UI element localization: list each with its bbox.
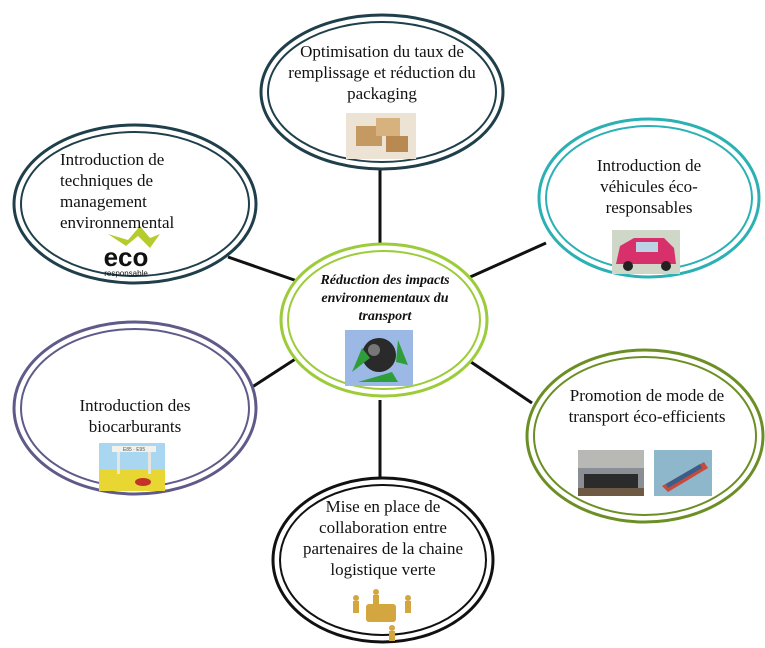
bottom-right-node-label: Promotion de mode de transport éco-effic… [568, 386, 726, 426]
connector-top-left [227, 255, 301, 284]
recycling-globe-icon [345, 330, 413, 386]
connector-top-right [467, 241, 547, 280]
top-left-node: eco responsable [12, 123, 258, 285]
station-sign-text: E85 · E95 [123, 447, 145, 453]
bottom-node [271, 476, 495, 644]
puzzle-people-image [353, 589, 411, 641]
center-node-label: Réduction des impacts environnementaux d… [320, 273, 450, 324]
steam-train-image [578, 450, 644, 496]
eco-car-image [612, 230, 680, 274]
eco-logo-text: eco [104, 242, 149, 272]
eco-responsable-logo: eco responsable [104, 226, 160, 278]
biofuel-station-image: E85 · E95 [99, 443, 165, 491]
connector-bottom-right [467, 358, 533, 405]
bottom-node-label: Mise en place de collaboration entre par… [303, 497, 463, 579]
center-node [279, 242, 489, 398]
bottom-left-node-label: Introduction des biocarburants [79, 396, 191, 436]
cardboard-boxes-image [346, 113, 416, 159]
top-right-node-label: Introduction de véhicules éco-responsabl… [596, 156, 702, 217]
top-right-node [537, 117, 761, 279]
top-left-node-label: Introduction de techniques de management… [60, 150, 175, 232]
container-ship-image [654, 450, 712, 496]
eco-logo-subtext: responsable [104, 269, 148, 278]
top-node-label: Optimisation du taux de remplissage et r… [288, 42, 476, 103]
bottom-right-node [525, 348, 765, 524]
bottom-left-node: E85 · E95 [12, 320, 258, 496]
top-node [259, 13, 505, 171]
